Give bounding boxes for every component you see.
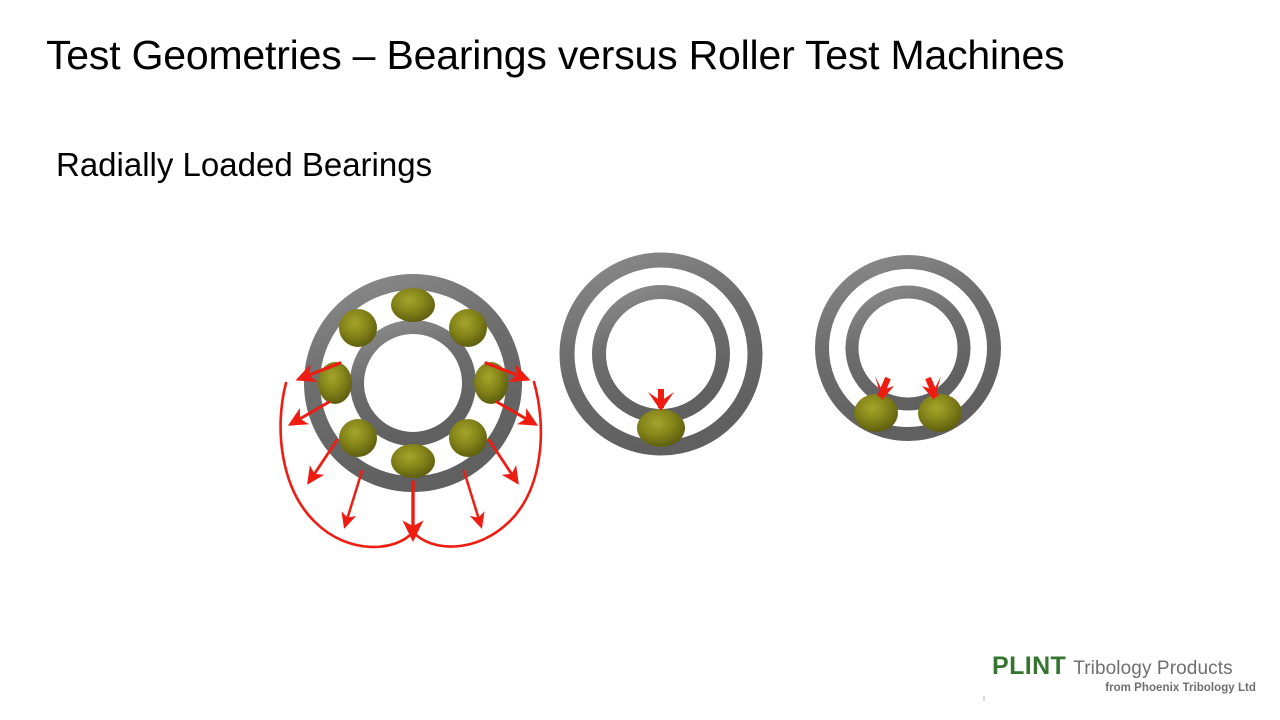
figures-group (0, 250, 1280, 610)
ball (474, 362, 508, 404)
load-arrows-group (875, 376, 941, 400)
ball (339, 309, 377, 347)
load-arrow (307, 438, 339, 485)
bearing-diagram-single-ball (559, 252, 763, 456)
load-arrow (495, 400, 539, 426)
bearing-diagram-double-ball (815, 255, 1001, 441)
bearing-diagram-radial-load (279, 274, 543, 549)
inner-race-ring (845, 285, 971, 411)
logo-brand-text: PLINT (992, 652, 1067, 680)
rolling-elements-group (318, 288, 508, 478)
ball (449, 309, 487, 347)
ball (318, 362, 352, 404)
ball (391, 444, 435, 478)
logo-tagline-text: Tribology Products (1073, 658, 1233, 679)
outer-race-ring (559, 252, 763, 456)
load-arrow (295, 361, 342, 383)
ball (854, 394, 898, 432)
logo-subline-text: from Phoenix Tribology Ltd (1105, 682, 1256, 694)
load-arrow (487, 438, 519, 485)
load-arrows-group (287, 361, 539, 543)
load-arrow (875, 376, 894, 400)
load-arrow-group (648, 389, 674, 411)
load-arrow (287, 400, 331, 426)
page-marker-tick (983, 696, 985, 701)
load-arrow-shaft (877, 376, 891, 399)
outer-race-ring (815, 255, 1001, 441)
load-arrow (484, 361, 531, 383)
load-arrow (462, 469, 485, 529)
page-title: Test Geometries – Bearings versus Roller… (46, 32, 1065, 78)
ball (339, 419, 377, 457)
ball (918, 394, 962, 432)
load-arrow (922, 376, 941, 400)
slide-subtitle: Radially Loaded Bearings (56, 146, 433, 183)
load-arrow (341, 469, 364, 529)
inner-race-ring (350, 320, 476, 446)
ball (637, 409, 685, 447)
ball (449, 419, 487, 457)
company-logo: PLINT Tribology Products from Phoenix Tr… (983, 652, 1258, 701)
ball (391, 288, 435, 322)
load-arrow-shaft (925, 376, 939, 399)
